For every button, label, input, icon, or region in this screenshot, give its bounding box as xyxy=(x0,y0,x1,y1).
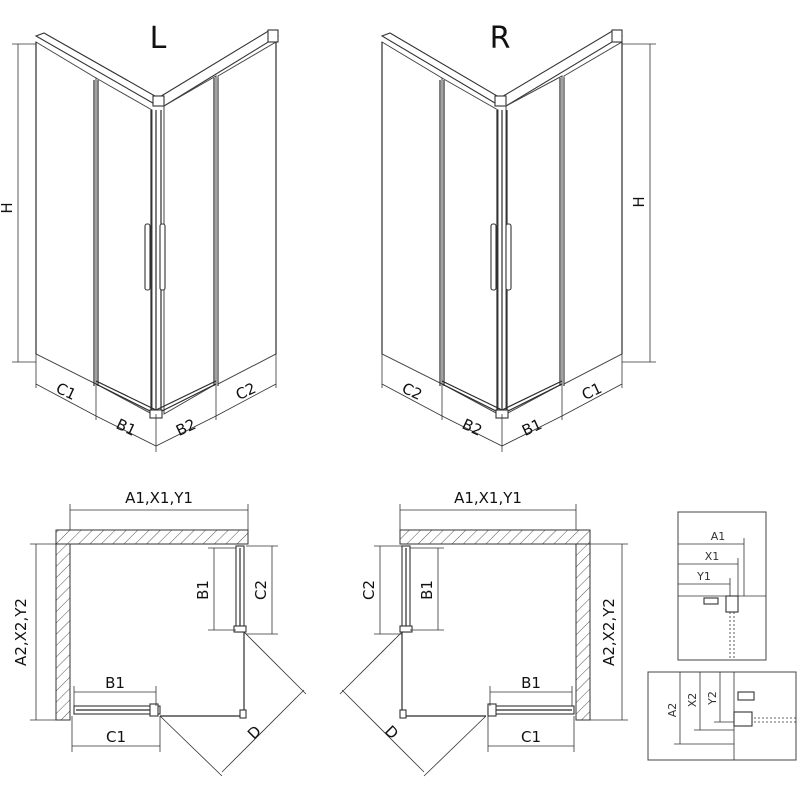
handle-right-r xyxy=(505,223,512,291)
dim-b2-left: B2 xyxy=(173,415,199,440)
wall-top-right xyxy=(399,529,591,545)
plan-roller-2-r xyxy=(487,703,497,717)
wall-top-left xyxy=(55,529,249,545)
plan-view-right: A1,X1,Y1 A2,X2,Y2 C2 B1 B1 C1 D xyxy=(339,489,628,777)
dim-b1-plan-left-h: B1 xyxy=(105,674,125,692)
detail-bottom: A2 X2 Y2 xyxy=(647,671,797,761)
top-profile-left xyxy=(34,32,163,107)
dim-c1-plan-right: C1 xyxy=(521,728,541,746)
dim-b1-plan-right-v: B1 xyxy=(418,580,436,600)
wall-cap-right xyxy=(267,29,279,43)
wall-side-right xyxy=(575,543,591,721)
detail-x2: X2 xyxy=(686,693,699,708)
wall-side-left xyxy=(55,543,71,721)
detail-top-bracket xyxy=(703,597,719,605)
handle-right xyxy=(159,223,166,291)
plan-roller-1 xyxy=(233,625,247,633)
dim-d-right: D xyxy=(381,722,402,743)
detail-a2: A2 xyxy=(666,703,679,718)
dim-a2-left: A2,X2,Y2 xyxy=(12,598,30,666)
detail-x1: X1 xyxy=(705,550,720,563)
view-l-label: L xyxy=(150,21,167,56)
view-l-3d: L H xyxy=(0,21,279,452)
door-b1-r xyxy=(505,75,563,415)
view-r-label: R xyxy=(490,21,511,56)
plan-roller-1-r xyxy=(399,625,413,633)
dim-c1-plan-left: C1 xyxy=(106,728,126,746)
plan-corner xyxy=(239,709,247,719)
corner-cap xyxy=(152,95,165,107)
plan-view-left: A1,X1,Y1 A2,X2,Y2 B1 C2 B1 C1 xyxy=(12,489,307,777)
dim-a1-left: A1,X1,Y1 xyxy=(125,489,193,507)
corner-cap-r xyxy=(494,95,507,107)
detail-y1: Y1 xyxy=(696,570,711,583)
panel-c2 xyxy=(217,41,277,385)
detail-bottom-bracket xyxy=(737,691,755,701)
dim-c2-left: C2 xyxy=(233,379,259,404)
plan-corner-r xyxy=(399,709,407,719)
door-b2-r xyxy=(441,77,499,415)
dim-h-left: H xyxy=(0,202,16,213)
dim-d-left: D xyxy=(244,722,265,743)
dim-b2-right: B2 xyxy=(459,415,485,440)
handle-left xyxy=(144,223,151,291)
dim-h-right: H xyxy=(630,196,648,207)
dim-b1-plan-right-h: B1 xyxy=(521,674,541,692)
panel-c1-r xyxy=(563,41,623,385)
view-r-3d: R H C2 B2 B1 C1 xyxy=(380,21,656,452)
dim-b1-left: B1 xyxy=(113,415,139,440)
dim-b1-plan-left-v: B1 xyxy=(194,580,212,600)
detail-bottom-frame xyxy=(647,671,797,761)
door-b1 xyxy=(95,77,153,415)
detail-top: A1 X1 Y1 xyxy=(677,511,767,661)
detail-a1: A1 xyxy=(711,530,726,543)
handle-left-r xyxy=(490,223,497,291)
dim-c1-right: C1 xyxy=(579,379,605,404)
dim-c2-plan-right: C2 xyxy=(360,580,378,600)
dim-a2-right: A2,X2,Y2 xyxy=(600,598,618,666)
detail-top-frame xyxy=(677,511,767,661)
top-profile-left-r xyxy=(380,32,505,107)
wall-cap-right-r xyxy=(611,29,623,43)
dim-c2-right: C2 xyxy=(399,379,425,404)
detail-bottom-profile xyxy=(733,711,753,727)
dim-c2-plan-left: C2 xyxy=(252,580,270,600)
detail-y2: Y2 xyxy=(706,691,719,706)
plan-roller-2 xyxy=(149,703,159,717)
panel-c2-r xyxy=(381,41,443,385)
dim-c1-left: C1 xyxy=(53,379,79,404)
door-b2 xyxy=(163,75,217,415)
dim-b1-right: B1 xyxy=(519,415,545,440)
top-profile-right-r xyxy=(499,29,623,107)
panel-c1 xyxy=(35,41,97,385)
detail-top-profile xyxy=(725,595,739,613)
dim-a1-right: A1,X1,Y1 xyxy=(454,489,522,507)
